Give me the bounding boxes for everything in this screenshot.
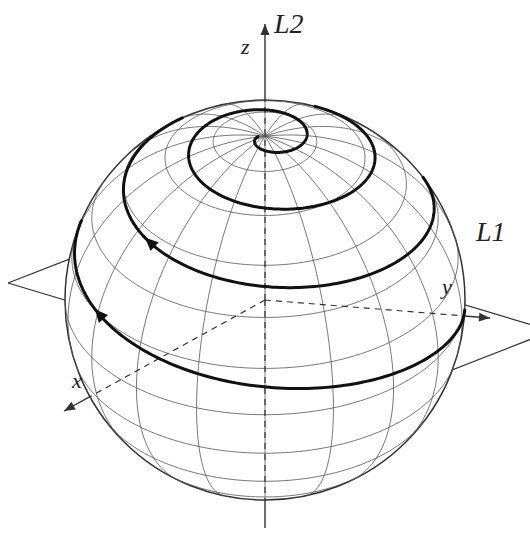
path-arrowhead	[95, 309, 108, 323]
meridian-line	[265, 136, 462, 359]
x-axis-arrowhead	[64, 402, 76, 411]
x-axis	[64, 397, 90, 411]
z-axis-lower	[264, 300, 265, 500]
line-label: L2	[274, 10, 304, 38]
meridian-line	[92, 136, 265, 439]
sphere-grid	[65, 100, 465, 500]
meridian-line	[265, 136, 394, 479]
axis-label: x	[72, 370, 82, 392]
z-axis-hidden	[264, 100, 265, 300]
meridian-line	[74, 135, 265, 241]
path-arrowhead	[145, 238, 159, 251]
y-axis-arrowhead	[479, 313, 490, 322]
meridian-line	[197, 136, 265, 495]
meridian-line	[265, 136, 333, 495]
meridian-line	[136, 136, 265, 479]
sphere-outline	[65, 100, 465, 500]
meridian-line	[265, 136, 266, 500]
y-axis-hidden	[265, 300, 464, 316]
z-axis-lower	[264, 500, 265, 528]
axis-label: y	[442, 276, 452, 298]
line-label: L1	[476, 218, 506, 246]
axis-label: z	[241, 36, 250, 58]
meridian-line	[68, 136, 265, 359]
spiral-path	[75, 106, 465, 388]
z-axis-arrowhead	[261, 24, 270, 35]
z-axis	[264, 24, 265, 100]
